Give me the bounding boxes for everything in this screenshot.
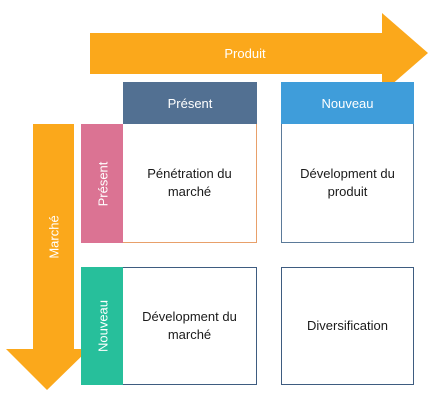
market-axis-label-wrap: Marché [33, 124, 74, 349]
product-axis-label: Produit [224, 46, 266, 61]
cell-diversification: Diversification [281, 267, 414, 385]
product-arrow [90, 13, 428, 93]
market-axis-label: Marché [46, 214, 61, 259]
row-header-present: Présent [81, 124, 124, 243]
column-header-new: Nouveau [281, 82, 414, 124]
market-arrow [6, 124, 89, 390]
cell-market-development: Dévelopment du marché [123, 267, 257, 385]
row-header-new-label: Nouveau [95, 299, 110, 353]
column-header-present: Présent [123, 82, 257, 124]
row-header-present-label: Présent [95, 161, 110, 206]
cell-market-penetration: Pénétration du marché [123, 124, 257, 243]
cell-product-development: Dévelopment du produit [281, 124, 414, 243]
row-header-new: Nouveau [81, 267, 124, 385]
